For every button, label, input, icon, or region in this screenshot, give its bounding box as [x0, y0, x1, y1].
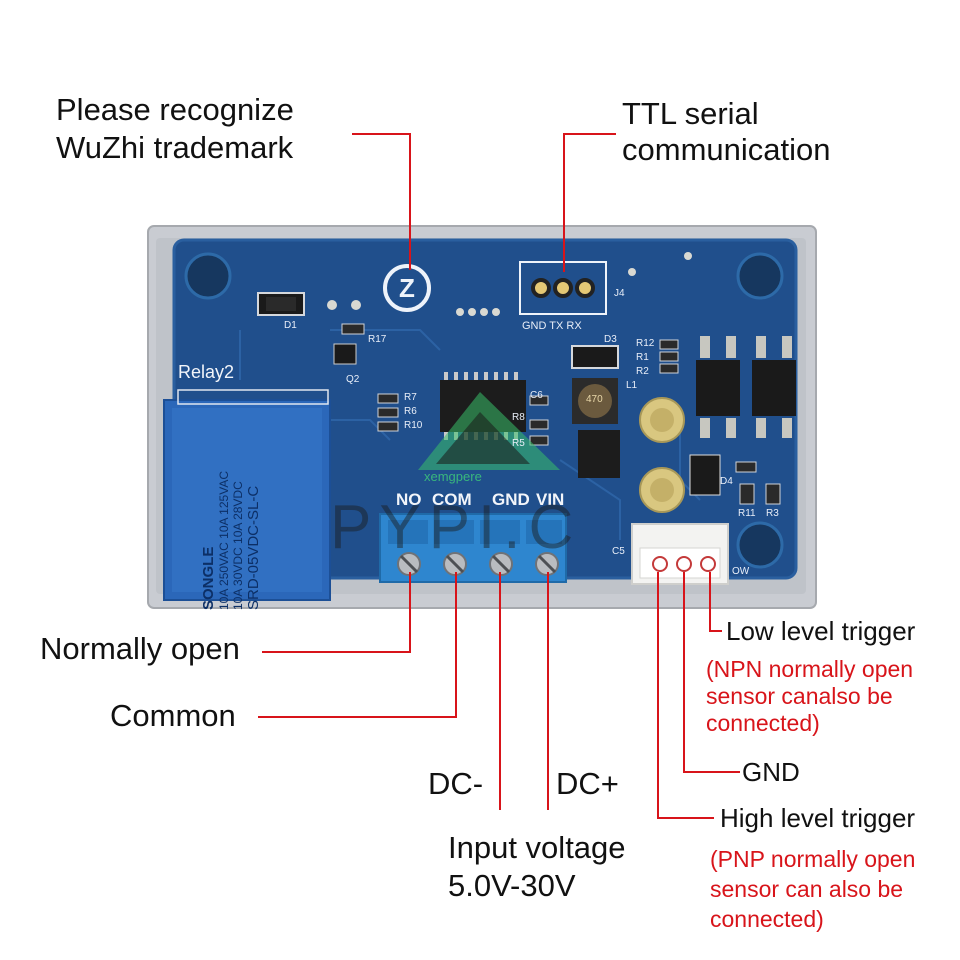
mount-hole: [184, 252, 232, 300]
callout-ttl-line2: communication: [622, 132, 831, 167]
leader-high-trigger: [657, 572, 714, 819]
ref-r8: R8: [512, 412, 525, 423]
callout-input-voltage-line1: Input voltage: [448, 830, 626, 865]
ref-d1: D1: [284, 320, 297, 331]
sensor-pin: [700, 556, 716, 572]
note-high-trigger-3: connected): [710, 906, 824, 932]
terminal-label-gnd: GND: [492, 490, 530, 509]
wuzhi-logo-icon: [383, 264, 431, 312]
callout-ttl-line1: TTL serial: [622, 96, 759, 131]
leader-trademark: [352, 133, 411, 270]
callout-trademark-line2: WuZhi trademark: [56, 130, 294, 165]
ttl-pin: [553, 278, 573, 298]
ref-l1: L1: [626, 380, 638, 391]
inductor-code: 470: [586, 394, 603, 405]
terminal-label-com: COM: [432, 490, 472, 509]
callout-gnd: GND: [742, 757, 800, 787]
terminal-label-vin: VIN: [536, 490, 565, 509]
relay-rating-1: 10A 250VAC 10A 125VAC: [217, 471, 231, 610]
callout-high-trigger: High level trigger: [720, 803, 916, 833]
ref-q2: Q2: [346, 374, 360, 385]
note-low-trigger-1: (NPN normally open: [706, 656, 914, 682]
callout-dc-plus: DC+: [556, 766, 619, 801]
callout-common: Common: [110, 698, 236, 733]
ref-d4: D4: [720, 476, 733, 487]
ref-r5: R5: [512, 438, 525, 449]
leader-normally-open: [262, 572, 411, 653]
ref-ow: OW: [732, 566, 750, 577]
ref-c5: C5: [612, 546, 625, 557]
note-low-trigger-3: connected): [706, 710, 820, 736]
leader-low-trigger: [709, 572, 722, 632]
ref-r3: R3: [766, 508, 779, 519]
ref-r12: R12: [636, 338, 655, 349]
ref-r7: R7: [404, 392, 417, 403]
ref-r11: R11: [738, 508, 756, 519]
ref-r17: R17: [368, 334, 387, 345]
callout-dc-minus: DC-: [428, 766, 484, 801]
ref-c6: C6: [530, 390, 543, 401]
ref-d3: D3: [604, 334, 617, 345]
terminal-label-no: NO: [396, 490, 422, 509]
relay-rating-2: 10A 30VDC 10A 28VDC: [231, 481, 245, 610]
callout-trademark-line1: Please recognize: [56, 92, 294, 127]
j4-label: J4: [614, 288, 625, 299]
mount-hole: [736, 521, 784, 569]
ttl-pin-labels: GND TX RX: [522, 320, 582, 332]
leader-ttl: [563, 133, 616, 272]
ref-r10: R10: [404, 420, 423, 431]
sensor-pin: [652, 556, 668, 572]
ttl-pin: [531, 278, 551, 298]
ref-r2: R2: [636, 366, 649, 377]
callout-low-trigger: Low level trigger: [726, 616, 916, 646]
relay-model: SRD-05VDC-SL-C: [245, 485, 262, 610]
ttl-pin: [575, 278, 595, 298]
leader-gnd: [683, 572, 740, 773]
relay-brand: SONGLE: [200, 546, 217, 610]
ref-r1: R1: [636, 352, 649, 363]
leader-common: [258, 572, 457, 718]
relay-marking: SONGLE 10A 250VAC 10A 125VAC 10A 30VDC 1…: [200, 400, 330, 610]
callout-input-voltage-line2: 5.0V-30V: [448, 868, 576, 903]
watermark: PYPI.C: [330, 493, 582, 562]
ref-r6: R6: [404, 406, 417, 417]
sensor-pin: [676, 556, 692, 572]
watermark-small: xemgpere: [424, 469, 482, 484]
relay-title: Relay2: [178, 362, 235, 382]
note-high-trigger-1: (PNP normally open: [710, 846, 916, 872]
svg-text:Z: Z: [399, 273, 415, 303]
mount-hole: [736, 252, 784, 300]
note-low-trigger-2: sensor canalso be: [706, 683, 893, 709]
note-high-trigger-2: sensor can also be: [710, 876, 904, 902]
callout-normally-open: Normally open: [40, 631, 240, 666]
